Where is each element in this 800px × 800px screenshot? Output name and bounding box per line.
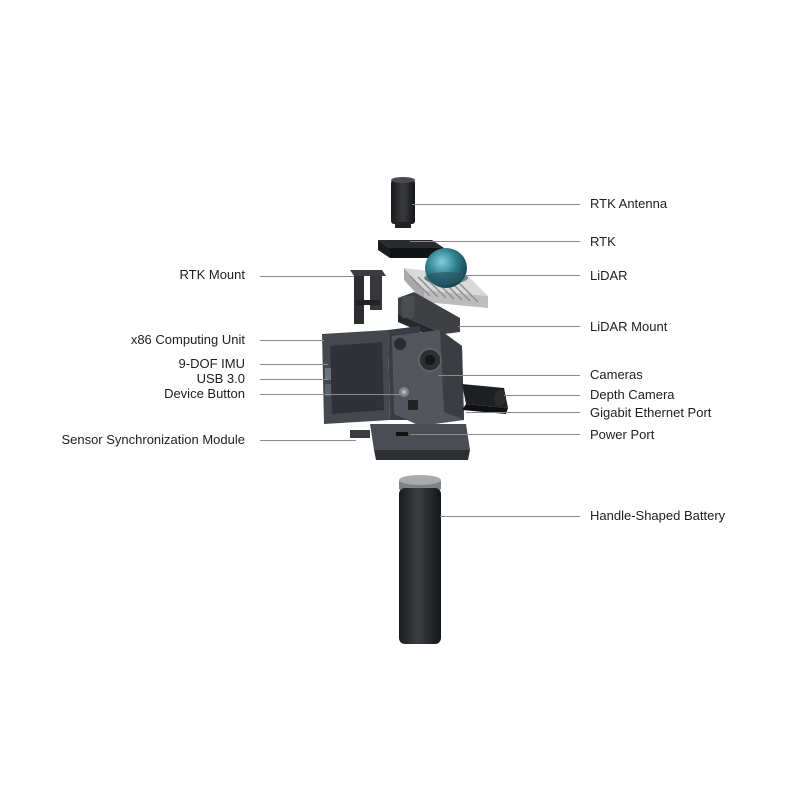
leader-line <box>260 276 354 277</box>
leader-line <box>260 379 328 380</box>
lidar-part <box>404 248 488 308</box>
leader-line <box>410 241 580 242</box>
rtk-mount-part <box>350 270 386 324</box>
label-handle-shaped-battery: Handle-Shaped Battery <box>590 508 726 523</box>
leader-line <box>410 434 580 435</box>
leader-line <box>438 375 580 376</box>
label-rtk-mount: RTK Mount <box>179 267 245 282</box>
leader-line <box>260 394 400 395</box>
leader-line <box>466 412 580 413</box>
leader-line <box>504 395 580 396</box>
label-x86-computing-unit: x86 Computing Unit <box>130 332 245 347</box>
label-lidar-mount: LiDAR Mount <box>590 319 668 334</box>
base-module-part <box>350 424 470 460</box>
depth-camera-part <box>462 384 508 414</box>
label-sensor-synchronization-module: Sensor Synchronization Module <box>61 432 245 447</box>
label-rtk: RTK <box>590 234 616 249</box>
rtk-antenna-part <box>391 177 415 228</box>
leader-line <box>260 364 328 365</box>
leader-line <box>440 516 580 517</box>
label-gigabit-ethernet-port: Gigabit Ethernet Port <box>590 405 712 420</box>
label-device-button: Device Button <box>164 386 245 401</box>
label-depth-camera: Depth Camera <box>590 387 675 402</box>
label-rtk-antenna: RTK Antenna <box>590 196 668 211</box>
leader-line <box>412 204 580 205</box>
label-power-port: Power Port <box>590 427 655 442</box>
label-usb-3: USB 3.0 <box>196 371 245 386</box>
leader-line <box>260 340 324 341</box>
label-9dof-imu: 9-DOF IMU <box>178 356 245 371</box>
label-cameras: Cameras <box>590 367 643 382</box>
leader-line <box>458 326 580 327</box>
label-lidar: LiDAR <box>590 268 628 283</box>
leader-line <box>466 275 580 276</box>
camera-block-part <box>392 330 464 426</box>
battery-part <box>399 475 441 644</box>
leader-line <box>260 440 356 441</box>
